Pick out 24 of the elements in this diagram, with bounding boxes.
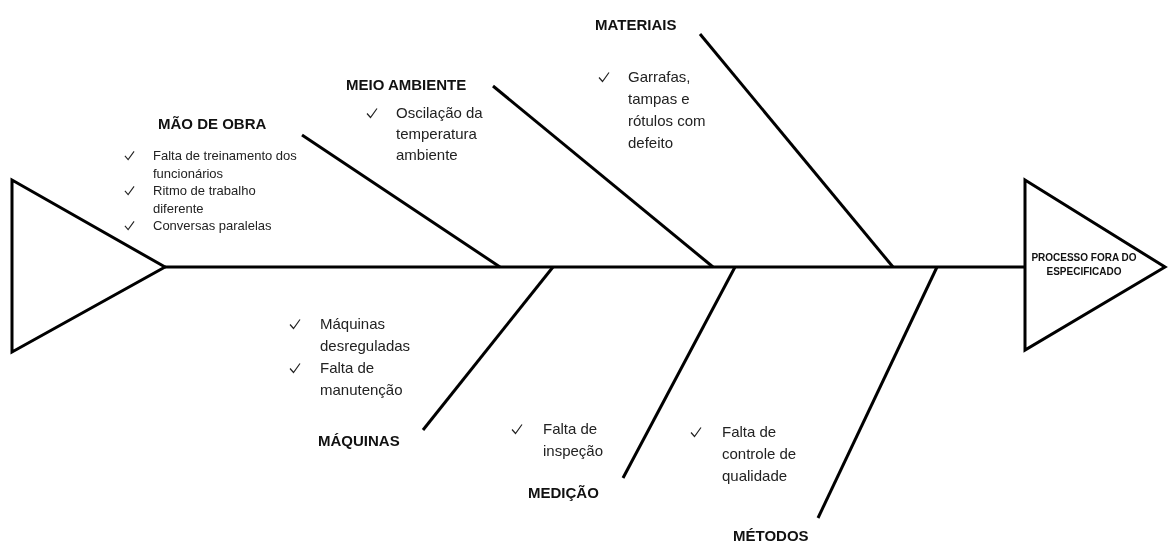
category-label: MATERIAIS: [595, 16, 677, 34]
bone-line: [816, 266, 939, 519]
cause-text: Falta de inspeção: [543, 419, 605, 461]
bone-line: [698, 33, 895, 268]
cause-text: Ritmo de trabalho diferente: [153, 182, 257, 217]
category-label: MEDIÇÃO: [528, 484, 599, 502]
bone-line: [621, 266, 737, 479]
cause-text: Falta de controle de qualidade: [722, 422, 798, 486]
bone-line: [492, 84, 714, 269]
bone-line: [301, 133, 501, 269]
spine-line: [165, 265, 1025, 269]
cause-text: Garrafas, tampas e rótulos com defeito: [628, 67, 707, 153]
cause-text: Oscilação da temperatura ambiente: [396, 103, 484, 165]
head-triangle: [1023, 178, 1167, 352]
category-label: MÁQUINAS: [318, 432, 400, 450]
cause-text: Máquinas desreguladas: [320, 314, 412, 356]
cause-text: Falta de treinamento dos funcionários: [153, 147, 298, 182]
bone-line: [421, 266, 555, 431]
effect-label: PROCESSO FORA DO ESPECIFICADO: [1030, 250, 1138, 279]
category-label: MEIO AMBIENTE: [346, 76, 467, 94]
category-label: MÃO DE OBRA: [158, 115, 267, 133]
cause-text: Conversas paralelas: [153, 217, 273, 235]
category-label: MÉTODOS: [733, 527, 809, 545]
cause-text: Falta de manutenção: [320, 358, 404, 400]
